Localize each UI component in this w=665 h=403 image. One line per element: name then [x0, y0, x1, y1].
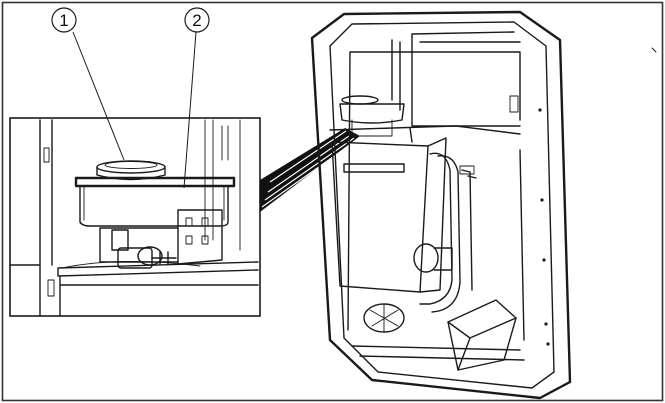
cabinet-container — [339, 95, 405, 137]
base-fan — [363, 303, 405, 333]
cabinet-tank — [331, 137, 447, 293]
container-box — [74, 176, 236, 227]
cabinet-piping — [419, 152, 477, 313]
callout-2: 2 — [183, 7, 210, 189]
side-bolts — [538, 108, 550, 346]
motor-unit — [111, 229, 177, 269]
lid-cap — [96, 160, 166, 181]
detail-inset — [9, 117, 261, 317]
cabinet-illustration — [310, 10, 572, 400]
callout-2-label: 2 — [192, 11, 201, 30]
callout-1-circle — [51, 7, 77, 33]
ash-drawer — [447, 299, 517, 371]
callout-2-circle — [184, 7, 210, 33]
callout-1-label: 1 — [59, 11, 68, 30]
cabinet-pump — [413, 243, 453, 273]
callout-1: 1 — [51, 7, 125, 161]
